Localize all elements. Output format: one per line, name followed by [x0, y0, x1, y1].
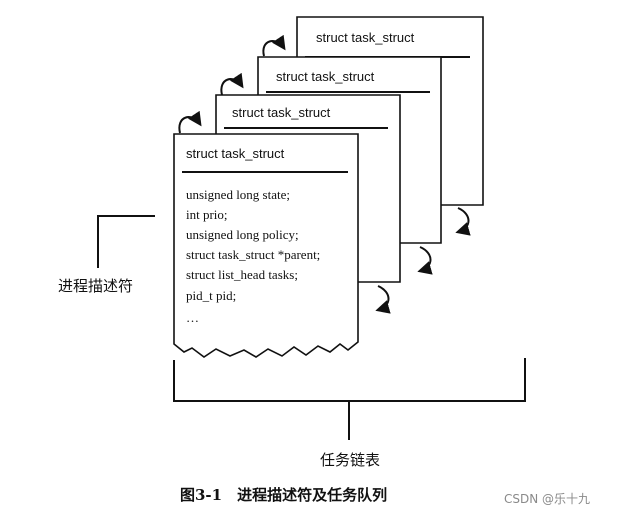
next-arrow-3 — [262, 34, 286, 57]
field-prio: int prio; — [186, 207, 228, 222]
field-ellipsis: … — [186, 310, 199, 325]
field-tasks: struct list_head tasks; — [186, 267, 298, 282]
card-3-header: struct task_struct — [276, 69, 375, 84]
figure-caption: 图3-1 进程描述符及任务队列 — [180, 486, 387, 504]
task-list-label: 任务链表 — [320, 451, 380, 469]
card-2-header: struct task_struct — [232, 105, 331, 120]
field-pid: pid_t pid; — [186, 288, 236, 303]
watermark: CSDN @乐十九 — [504, 492, 590, 506]
next-arrow-2 — [220, 72, 244, 96]
field-policy: unsigned long policy; — [186, 227, 299, 242]
prev-arrow-1 — [375, 285, 391, 314]
card-4-header: struct task_struct — [316, 30, 415, 45]
descriptor-bracket — [97, 215, 155, 268]
prev-arrow-3 — [455, 207, 471, 236]
prev-arrow-2 — [417, 246, 433, 275]
card-1-header: struct task_struct — [186, 146, 285, 161]
field-parent: struct task_struct *parent; — [186, 247, 320, 262]
field-state: unsigned long state; — [186, 187, 290, 202]
next-arrow-1 — [178, 110, 202, 134]
descriptor-label: 进程描述符 — [58, 277, 133, 295]
task-list-bracket — [173, 358, 526, 402]
task-struct-card-1: struct task_struct unsigned long state; … — [173, 133, 359, 358]
